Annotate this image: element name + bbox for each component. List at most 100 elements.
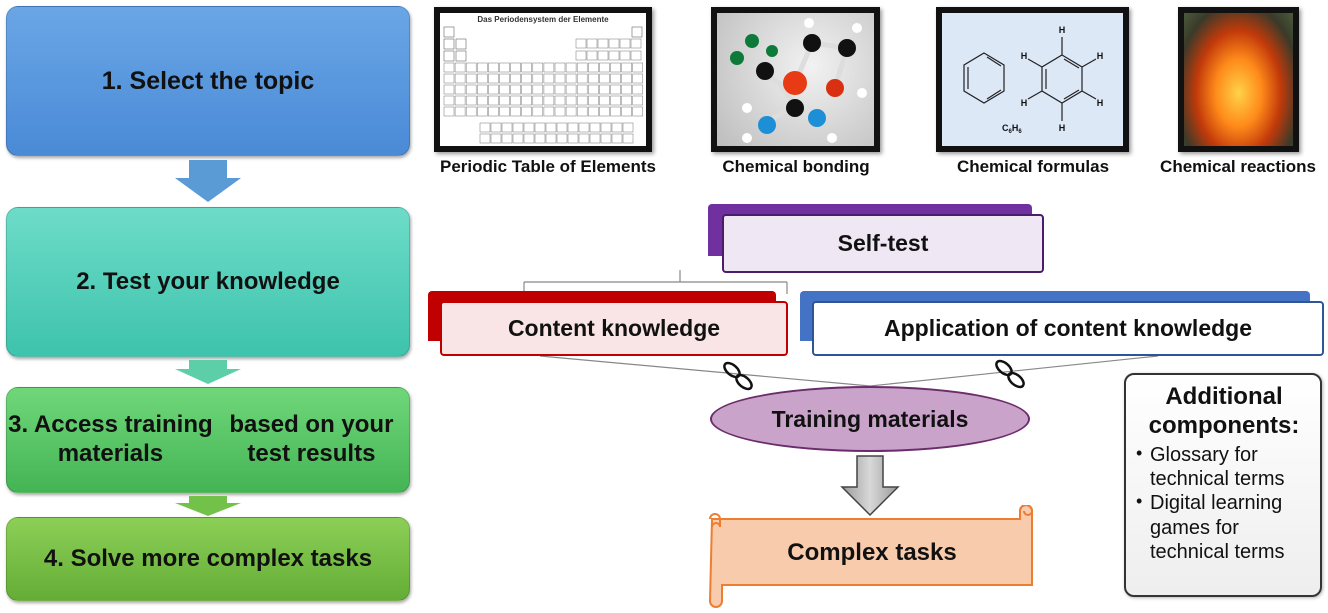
element-cell — [632, 106, 643, 117]
element-cell — [567, 133, 579, 144]
caption-chemical-reactions: Chemical reactions — [1160, 157, 1316, 176]
element-cell — [599, 84, 610, 95]
molecule-model-image — [711, 7, 880, 152]
arrow-down-icon — [175, 360, 241, 384]
svg-text:H: H — [1059, 25, 1066, 35]
chain-link-icon — [995, 359, 1025, 389]
caption-periodic-table: Periodic Table of Elements — [439, 157, 657, 176]
element-cell — [556, 133, 568, 144]
element-cell — [576, 95, 588, 106]
element-cell — [588, 62, 599, 73]
element-cell — [554, 62, 566, 73]
svg-text:H: H — [1097, 51, 1104, 61]
element-cell — [512, 133, 524, 144]
element-cell — [490, 122, 502, 133]
element-cell — [488, 95, 499, 106]
element-cell — [600, 133, 612, 144]
element-cell — [586, 50, 598, 61]
content-knowledge-label: Content knowledge — [507, 315, 721, 341]
element-cell — [443, 73, 455, 84]
element-cell — [510, 95, 521, 106]
element-cell — [597, 50, 609, 61]
element-cell — [576, 62, 588, 73]
element-cell — [597, 38, 609, 49]
element-cell — [532, 84, 544, 95]
arrow-down-icon — [175, 160, 241, 202]
element-cell — [622, 133, 634, 144]
item-text: games for — [1150, 516, 1239, 539]
element-cell — [567, 122, 579, 133]
element-cell — [499, 84, 510, 95]
element-cell — [621, 106, 632, 117]
element-cell — [532, 62, 544, 73]
element-cell — [554, 73, 566, 84]
element-cell — [576, 106, 588, 117]
element-cell — [565, 84, 577, 95]
element-cell — [632, 84, 643, 95]
periodic-table-grid: Das Periodensystem der Elemente — [443, 15, 643, 144]
element-cell — [619, 50, 631, 61]
element-cell — [479, 133, 491, 144]
application-label: Application of content knowledge — [884, 315, 1252, 341]
step-4-solve-complex: 4. Solve more complex tasks — [6, 517, 410, 601]
fire-image — [1178, 7, 1299, 152]
element-cell — [534, 133, 546, 144]
element-cell — [575, 38, 587, 49]
element-cell — [454, 73, 466, 84]
molecule-drawing — [730, 18, 867, 143]
element-cell — [543, 106, 555, 117]
element-cell — [575, 50, 587, 61]
element-cell — [610, 84, 621, 95]
element-cell — [499, 95, 510, 106]
element-cell — [565, 73, 577, 84]
element-cell — [521, 84, 532, 95]
element-cell — [608, 38, 620, 49]
element-cell — [521, 106, 532, 117]
element-cell — [630, 38, 642, 49]
element-cell — [443, 62, 455, 73]
element-cell — [479, 122, 491, 133]
element-cell — [632, 62, 643, 73]
element-cell — [588, 106, 599, 117]
element-cell — [510, 73, 521, 84]
self-test-box: Self-test — [722, 214, 1044, 273]
element-cell — [477, 106, 488, 117]
content-knowledge-box: Content knowledge — [440, 301, 788, 356]
element-cell — [465, 95, 477, 106]
element-cell — [611, 133, 623, 144]
element-cell — [532, 73, 544, 84]
element-cell — [554, 95, 566, 106]
element-cell — [565, 95, 577, 106]
element-cell — [510, 62, 521, 73]
element-cell — [556, 122, 568, 133]
element-cell — [454, 106, 466, 117]
element-cell — [610, 106, 621, 117]
item-text: Glossary for — [1150, 443, 1258, 466]
element-cell — [465, 84, 477, 95]
element-cell — [610, 95, 621, 106]
element-cell — [619, 38, 631, 49]
element-cell — [443, 95, 455, 106]
svg-text:H: H — [1021, 98, 1028, 108]
element-cell — [588, 95, 599, 106]
element-cell — [510, 106, 521, 117]
periodic-table-image: Das Periodensystem der Elemente — [434, 7, 652, 152]
item-text: Digital learning — [1150, 492, 1283, 515]
complex-tasks-label: Complex tasks — [787, 539, 957, 566]
element-cell — [521, 62, 532, 73]
svg-text:H: H — [1059, 123, 1066, 133]
element-cell — [599, 73, 610, 84]
element-cell — [512, 122, 524, 133]
element-cell — [599, 62, 610, 73]
benzene-formula-label: C6H6 — [1002, 123, 1022, 135]
element-cell — [477, 62, 488, 73]
element-cell — [576, 73, 588, 84]
element-cell — [465, 62, 477, 73]
training-materials-label: Training materials — [771, 405, 969, 432]
element-cell — [488, 106, 499, 117]
element-cell — [510, 84, 521, 95]
step-4-label: 4. Solve more complex tasks — [43, 544, 373, 572]
